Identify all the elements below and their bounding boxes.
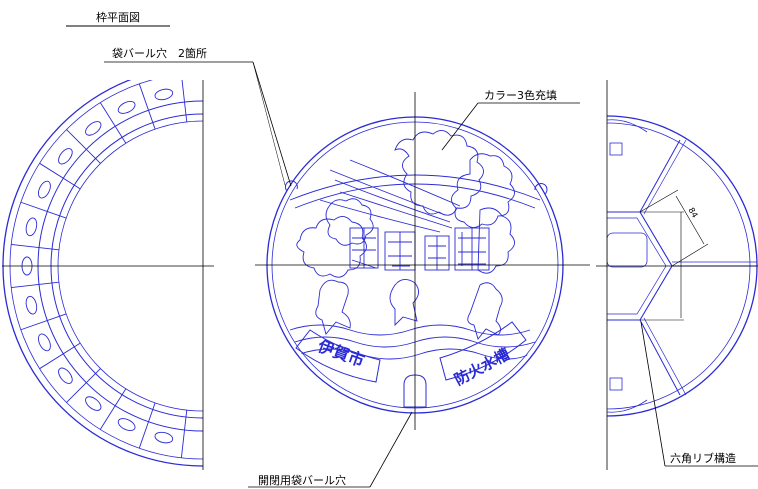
frame-slot [25, 295, 38, 315]
color-fill-label: カラー3色充填 [484, 88, 557, 102]
bar-hole-left [284, 180, 298, 192]
bar-hole-label: 袋バール穴 2箇所 [112, 46, 207, 60]
open-hole-label: 開閉用袋バール穴 [258, 473, 346, 487]
frame-slot [154, 88, 174, 101]
bar-hole-leader [252, 61, 292, 187]
dimension-value: 84 [687, 206, 700, 219]
open-hole-leader [369, 411, 413, 488]
frame-segment-divider [39, 342, 81, 370]
frame-segment-divider [66, 129, 101, 164]
frame-segment-divider [138, 402, 156, 449]
frame-slot [117, 101, 136, 114]
frame-slot [85, 121, 102, 136]
frame-segment-divider [11, 281, 59, 289]
rib-structure-label: 六角リブ構造 [670, 451, 736, 465]
frame-slot [58, 367, 73, 384]
frame-slot [25, 217, 38, 237]
frame-slot [117, 418, 136, 431]
frame-segment-divider [99, 102, 127, 144]
bar-hole-leader-2 [252, 61, 286, 186]
frame-slot [85, 396, 102, 411]
frame-segment-divider [138, 83, 156, 130]
frame-slot [58, 148, 73, 165]
frame-segment-divider [39, 162, 81, 190]
bar-hole-right [534, 183, 548, 195]
frame-segment-divider [180, 410, 188, 458]
color-fill-leader [441, 102, 479, 151]
city-name-text: 伊賀市 [314, 336, 367, 371]
rib-leader [640, 321, 666, 467]
rib-dimension [639, 189, 709, 321]
frame-segment-divider [66, 368, 101, 403]
cover-design [289, 130, 541, 360]
frame-slot [38, 333, 51, 352]
frame-segment-divider [99, 388, 127, 430]
frame-segment-divider [20, 201, 67, 219]
frame-slot [154, 431, 174, 444]
usage-text: 防火水槽 [451, 345, 512, 389]
plan-view-title: 枠平面図 [96, 10, 140, 24]
open-bar-hole [403, 374, 427, 408]
frame-segment-divider [20, 313, 67, 331]
frame-segment-divider [11, 243, 59, 251]
frame-slot [38, 180, 51, 199]
frame-segment-divider [181, 80, 188, 122]
